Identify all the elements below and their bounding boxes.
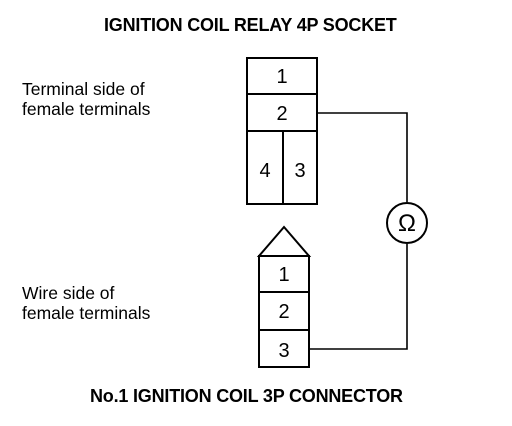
connector-side-label-line2: female terminals (22, 303, 151, 323)
ohmmeter-icon: Ω (386, 202, 428, 244)
connector-side-label: Wire side of female terminals (22, 283, 150, 323)
socket-terminal-1: 1 (276, 66, 287, 88)
socket-terminal-3: 3 (294, 160, 305, 182)
connector-outline (258, 255, 310, 368)
socket-terminal-4: 4 (259, 160, 270, 182)
socket-side-label-line1: Terminal side of (22, 79, 145, 99)
connector-key-tab (256, 225, 312, 257)
connector-terminal-2: 2 (278, 301, 289, 323)
ohmmeter-body (386, 202, 428, 244)
lead-connector-terminal-3 (309, 244, 408, 350)
connector-side-label-line1: Wire side of (22, 283, 115, 303)
connector-title: No.1 IGNITION COIL 3P CONNECTOR (90, 386, 403, 406)
socket-terminal-2: 2 (276, 103, 287, 125)
relay-socket (246, 57, 318, 205)
connector-terminal-3: 3 (278, 340, 289, 362)
socket-side-label: Terminal side of female terminals (22, 79, 150, 119)
coil-connector (256, 225, 312, 368)
test-leads (309, 112, 408, 350)
socket-title: IGNITION COIL RELAY 4P SOCKET (104, 15, 397, 35)
ohm-symbol: Ω (398, 210, 416, 237)
lead-socket-terminal-2 (317, 112, 408, 202)
connector-terminal-1: 1 (278, 264, 289, 286)
socket-side-label-line2: female terminals (22, 99, 151, 119)
